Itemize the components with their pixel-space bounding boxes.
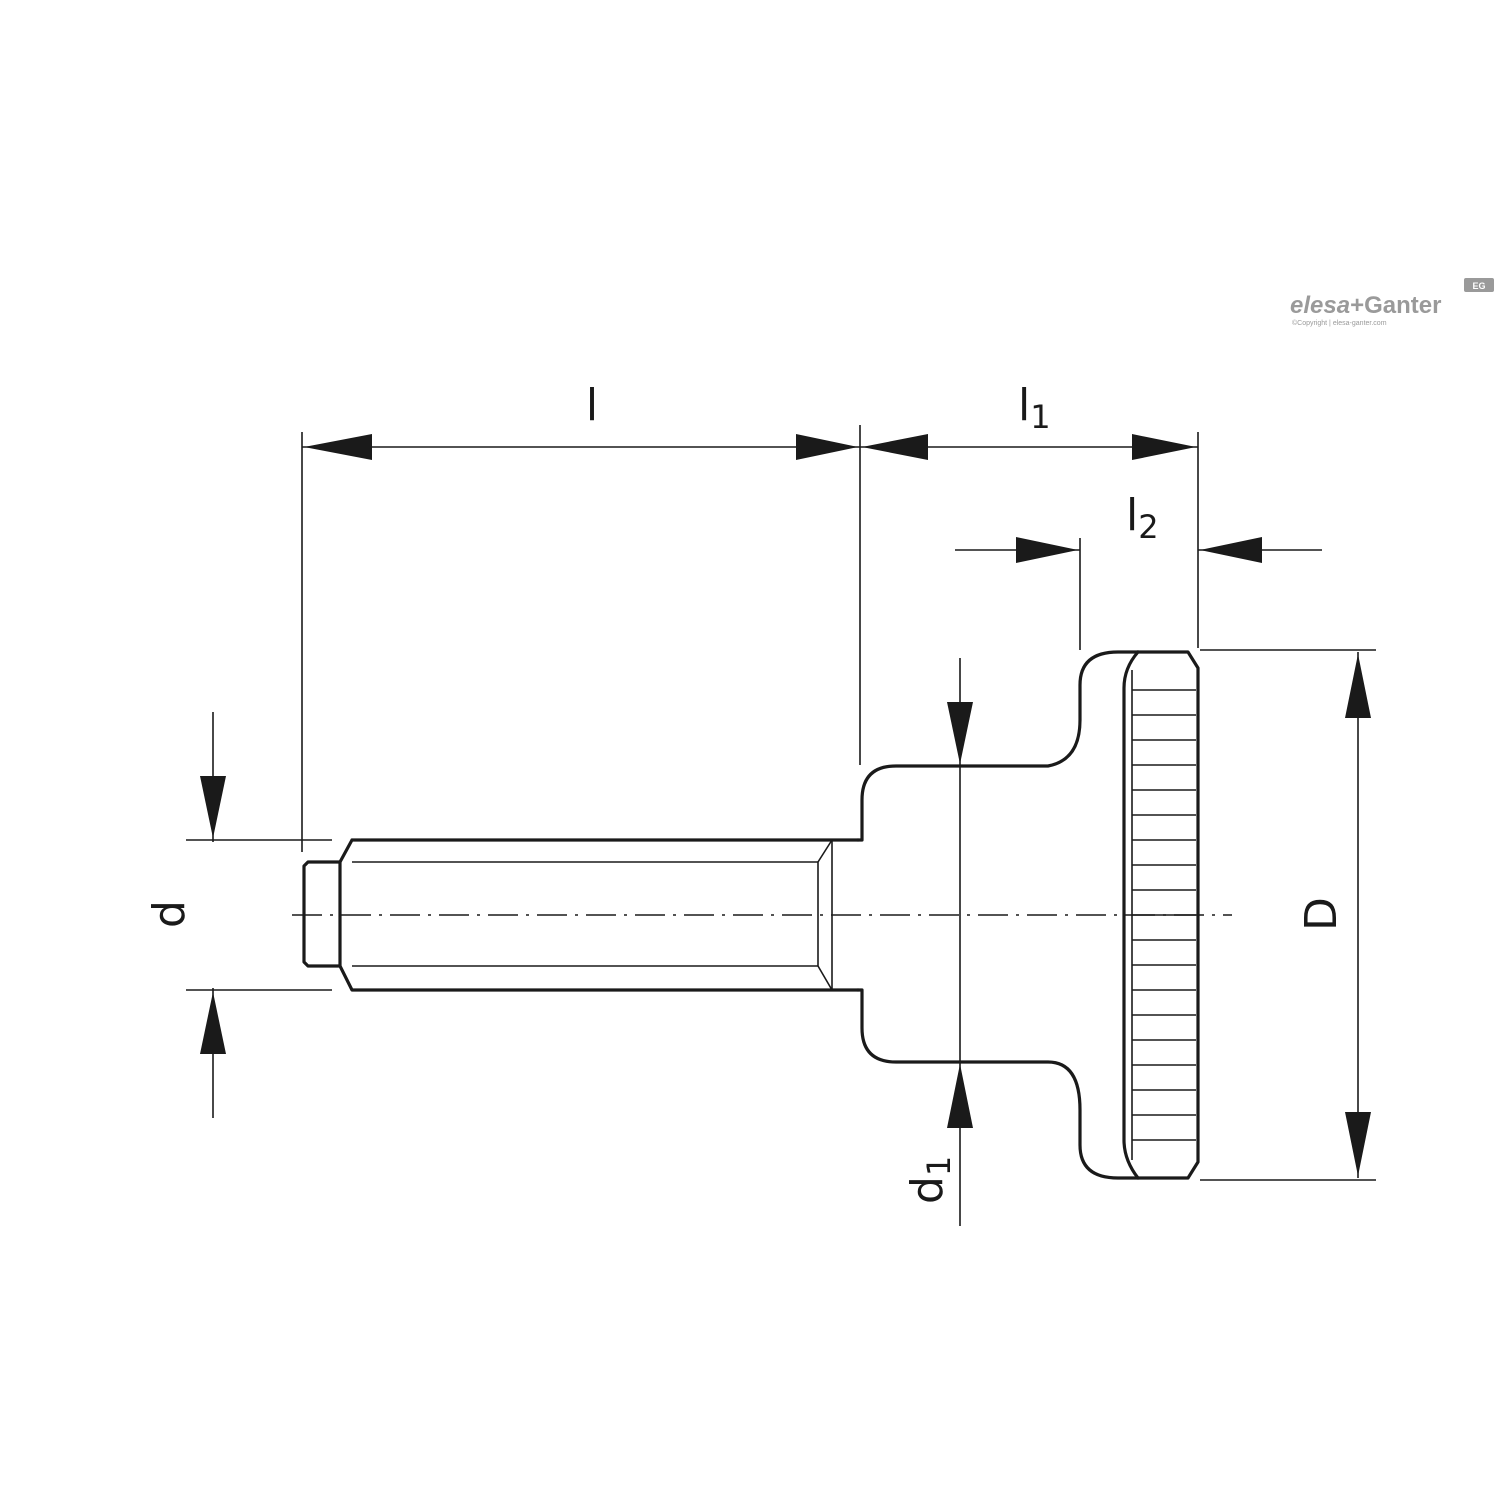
label-l: l: [586, 380, 598, 431]
logo-badge: [1464, 278, 1494, 292]
dim-l: l: [301, 380, 861, 852]
arrow-l-right: [796, 434, 858, 460]
thread-runout: [817, 839, 833, 991]
label-D: D: [1296, 897, 1347, 931]
thumb-screw-part: [302, 650, 1200, 1180]
label-d: d: [144, 900, 195, 928]
logo-copyright: ©Copyright | elesa-ganter.com: [1292, 319, 1387, 327]
threaded-shank: [338, 838, 860, 992]
arrow-l1-left: [862, 434, 928, 460]
dim-D: D: [1200, 649, 1376, 1181]
arrow-l-left: [304, 434, 372, 460]
arrow-l2-right: [1200, 537, 1262, 563]
arrow-l2-left: [1016, 537, 1078, 563]
knurl-band-edge: [1122, 650, 1140, 1180]
arrow-d1-top: [947, 702, 973, 764]
dim-l2: l2: [955, 490, 1322, 650]
arrow-d-bottom: [200, 992, 226, 1054]
logo-badge-text: EG: [1472, 281, 1485, 291]
arrow-l1-right: [1132, 434, 1196, 460]
dim-d1: d1: [902, 658, 973, 1226]
screw-tip: [302, 860, 342, 968]
arrow-D-bottom: [1345, 1112, 1371, 1176]
arrow-d1-bottom: [947, 1064, 973, 1128]
elesa-ganter-logo: EG elesa+Ganter ©Copyright | elesa-gante…: [1290, 278, 1494, 327]
dim-l1: l1: [860, 380, 1199, 648]
arrow-D-top: [1345, 654, 1371, 718]
arrow-d-top: [200, 776, 226, 838]
logo-wordmark: elesa+Ganter: [1290, 292, 1441, 319]
label-l1: l1: [1018, 380, 1051, 436]
label-l2: l2: [1126, 490, 1159, 546]
label-d1: d1: [902, 1156, 958, 1204]
dim-d: d: [144, 712, 332, 1118]
